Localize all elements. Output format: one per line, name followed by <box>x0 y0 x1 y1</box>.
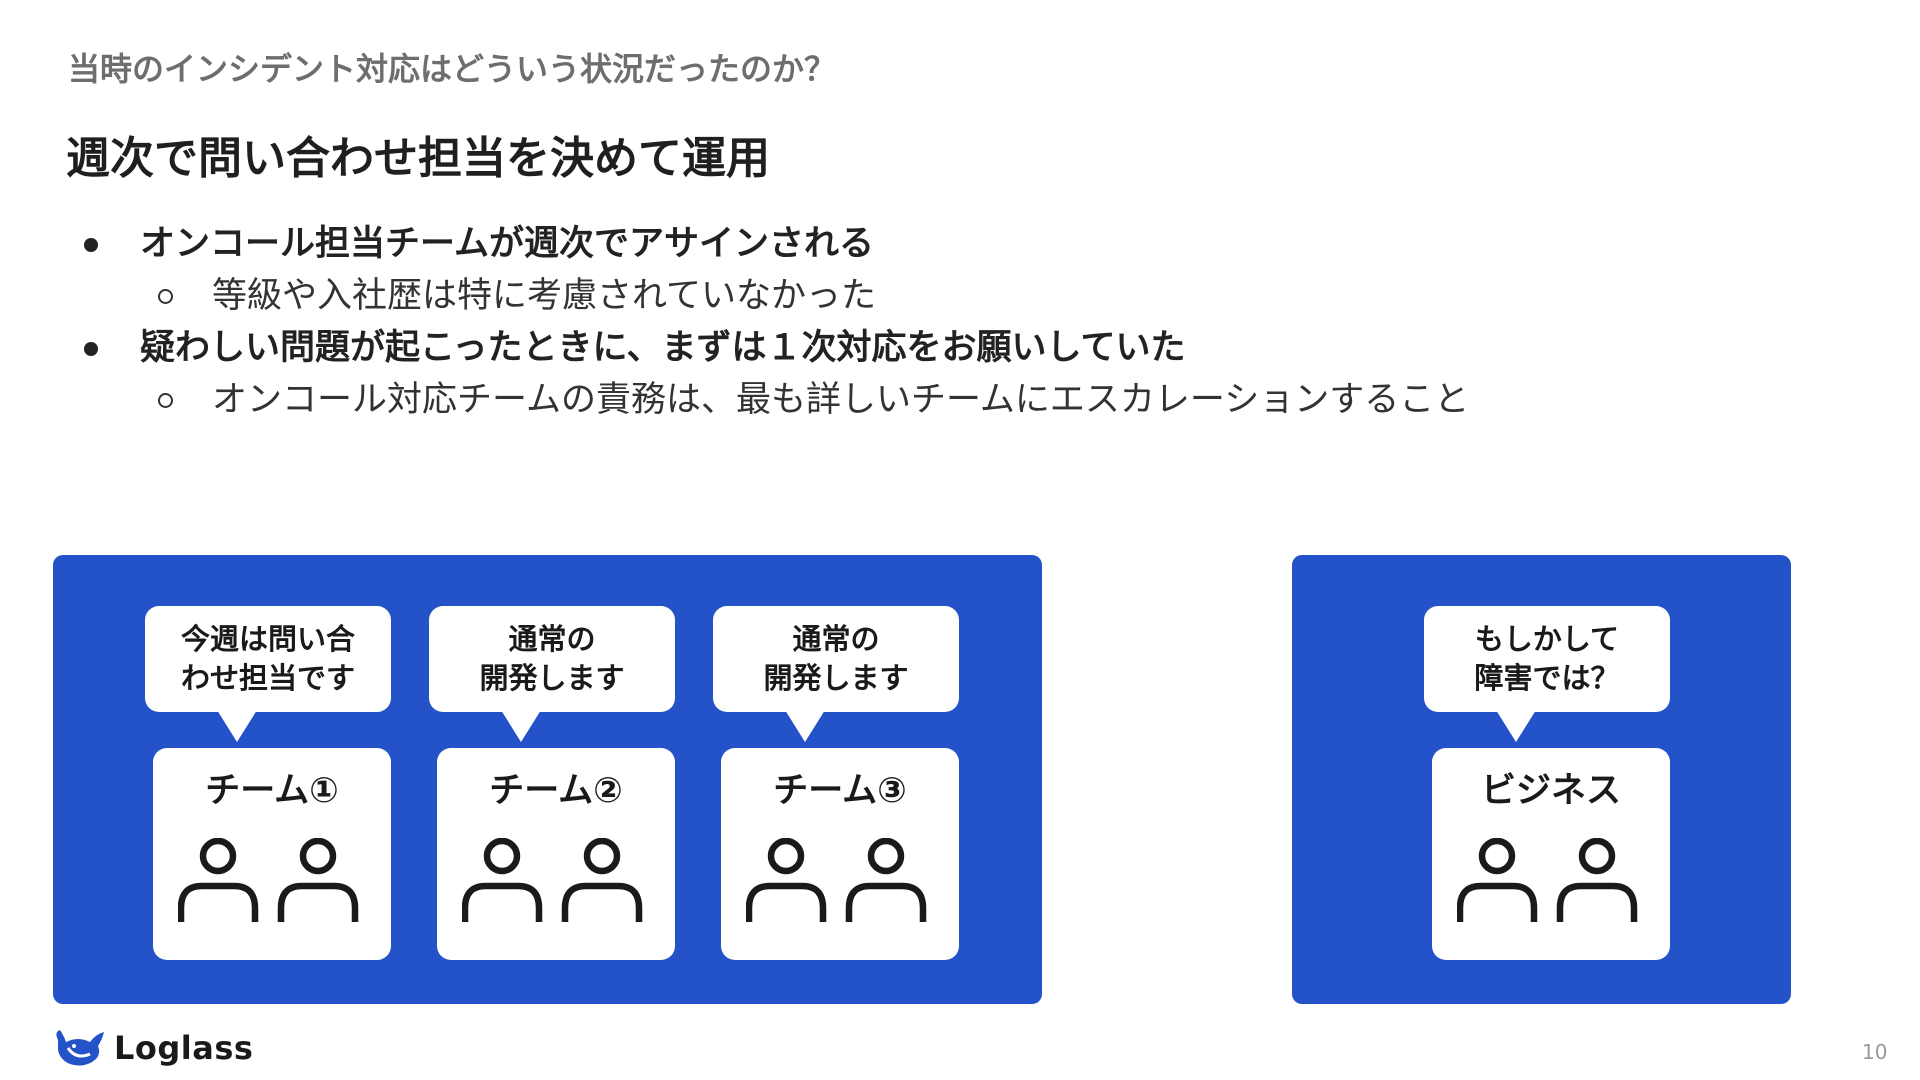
person-pair-icon <box>178 838 359 922</box>
person-pair-icon <box>1457 838 1638 922</box>
sub-bullet-text: オンコール対応チームの責務は、最も詳しいチームにエスカレーションすること <box>212 380 1470 420</box>
teams-panel: 今週は問い合 わせ担当です チーム① 通常の 開発します チーム② <box>53 555 1042 1004</box>
team-name: チーム② <box>489 771 623 811</box>
business-name: ビジネス <box>1480 771 1621 811</box>
bullet-dot-icon <box>84 238 98 252</box>
business-card: ビジネス <box>1432 748 1670 960</box>
team-name: チーム① <box>205 771 339 811</box>
speech-bubble-business: もしかして 障害では？ <box>1424 606 1670 742</box>
business-panel: もしかして 障害では？ ビジネス <box>1292 555 1791 1004</box>
sub-bullet-text: 等級や入社歴は特に考慮されていなかった <box>212 276 876 316</box>
bullet-text: 疑わしい問題が起こったときに、まずは１次対応をお願いしていた <box>140 328 1186 368</box>
speech-bubble-team-2: 通常の 開発します <box>429 606 675 742</box>
sub-bullet-ring-icon <box>158 289 173 304</box>
sub-bullet-item: オンコール対応チームの責務は、最も詳しいチームにエスカレーションすること <box>80 374 1840 426</box>
team-card-3: チーム③ <box>721 748 959 960</box>
bullet-text: オンコール担当チームが週次でアサインされる <box>140 224 874 264</box>
speech-bubble-team-3: 通常の 開発します <box>713 606 959 742</box>
page-number: 10 <box>1862 1040 1888 1064</box>
bullet-dot-icon <box>84 342 98 356</box>
bullet-item: 疑わしい問題が起こったときに、まずは１次対応をお願いしていた <box>80 322 1840 374</box>
bubble-text: もしかして 障害では？ <box>1474 622 1620 695</box>
bubble-tail <box>1496 710 1536 742</box>
bullet-list: オンコール担当チームが週次でアサインされる 等級や入社歴は特に考慮されていなかっ… <box>80 218 1840 426</box>
speech-bubble-team-1: 今週は問い合 わせ担当です <box>145 606 391 742</box>
logo-text: Loglass <box>114 1029 254 1067</box>
bubble-text: 通常の 開発します <box>479 622 625 695</box>
team-card-1: チーム① <box>153 748 391 960</box>
bubble-tail <box>785 710 825 742</box>
person-pair-icon <box>462 838 643 922</box>
person-pair-icon <box>746 838 927 922</box>
bubble-tail <box>501 710 541 742</box>
team-name: チーム③ <box>773 771 907 811</box>
slide-kicker: 当時のインシデント対応はどういう状況だったのか？ <box>68 50 837 88</box>
slide-title: 週次で問い合わせ担当を決めて運用 <box>66 133 770 184</box>
loglass-logo: Loglass <box>52 1026 253 1070</box>
sub-bullet-ring-icon <box>158 393 173 408</box>
bubble-text: 今週は問い合 わせ担当です <box>180 622 355 695</box>
bullet-item: オンコール担当チームが週次でアサインされる <box>80 218 1840 270</box>
bubble-text: 通常の 開発します <box>763 622 909 695</box>
bubble-tail <box>217 710 257 742</box>
whale-logo-icon <box>56 1030 104 1066</box>
team-card-2: チーム② <box>437 748 675 960</box>
sub-bullet-item: 等級や入社歴は特に考慮されていなかった <box>80 270 1840 322</box>
